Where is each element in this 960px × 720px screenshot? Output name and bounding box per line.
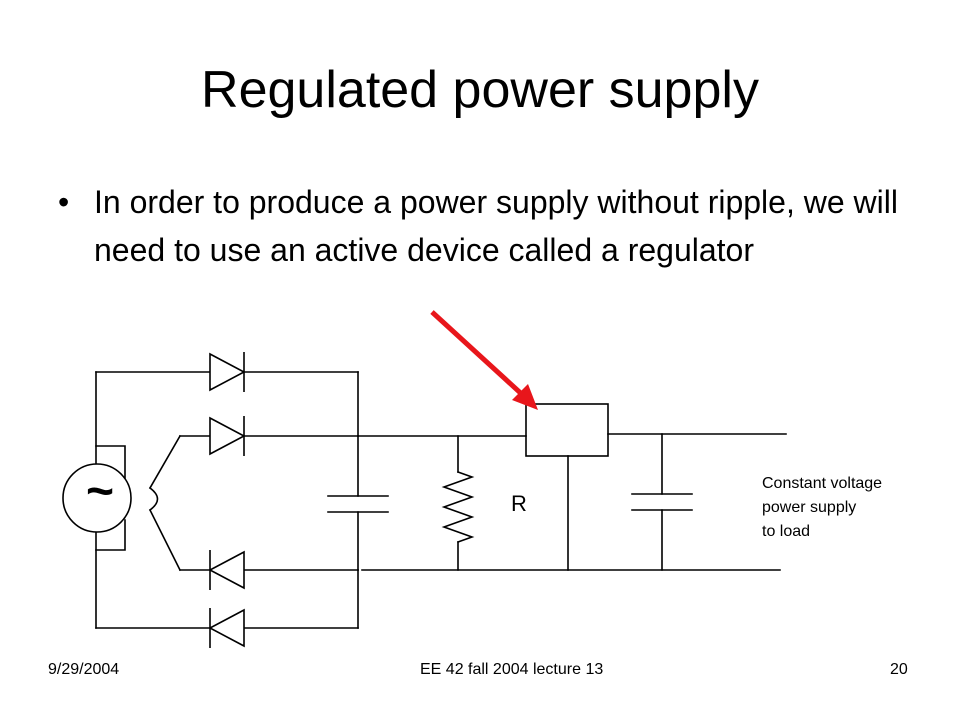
ac-source-symbol: ~ — [85, 465, 115, 518]
red-arrow — [430, 310, 538, 410]
cross-wire-upper — [148, 434, 182, 490]
ac-lead-bottom — [95, 519, 126, 551]
footer-course: EE 42 fall 2004 lecture 13 — [420, 661, 604, 678]
footer-date: 9/29/2004 — [48, 661, 120, 678]
bullet-text: In order to produce a power supply witho… — [94, 184, 898, 268]
ac-lead-top — [95, 445, 126, 479]
cross-wire-lower — [148, 508, 182, 572]
resistor-label: R — [511, 491, 527, 516]
output-note-line-3: to load — [762, 523, 811, 540]
capacitor-1-plates — [327, 495, 389, 513]
slide-title: Regulated power supply — [201, 61, 759, 119]
output-note-line-1: Constant voltage — [762, 475, 883, 492]
diode-3 — [208, 550, 245, 590]
ac-source-circle — [62, 463, 132, 533]
bullet-marker: • — [58, 184, 70, 220]
diode-1 — [209, 352, 246, 392]
cross-jump-arc — [148, 486, 159, 512]
resistor-zigzag — [441, 470, 475, 544]
output-note-line-2: power supply — [762, 499, 857, 516]
footer-page-number: 20 — [890, 661, 908, 678]
diode-2 — [209, 416, 246, 456]
capacitor-2-plates — [631, 493, 693, 511]
regulator-box — [525, 403, 609, 457]
diode-4 — [208, 608, 245, 648]
output-note: Constant voltage power supply to load — [762, 472, 882, 544]
